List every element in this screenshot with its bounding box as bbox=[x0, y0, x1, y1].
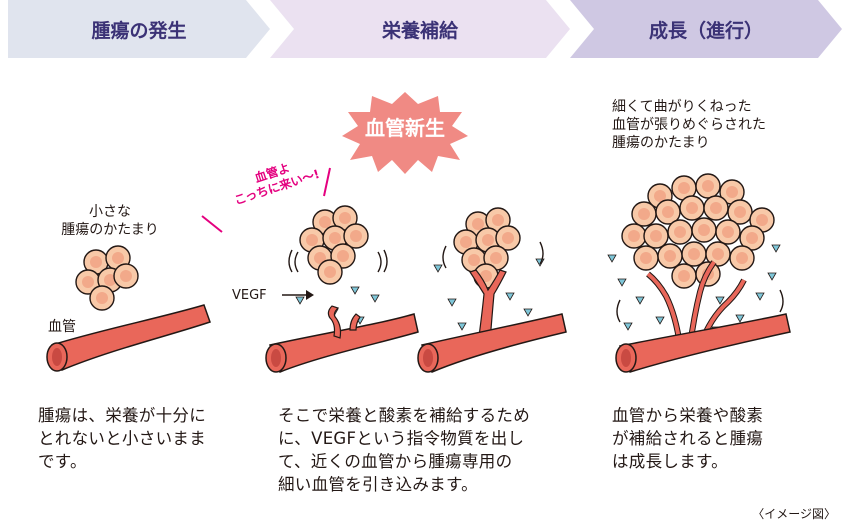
description-1-line3: です。 bbox=[38, 452, 87, 471]
description-stage-3: 血管から栄養や酸素 が補給されると腫瘍 は成長します。 bbox=[612, 404, 822, 473]
stage-banner-1: 腫瘍の発生 bbox=[8, 0, 270, 58]
image-note: 〈イメージ図〉 bbox=[752, 507, 836, 521]
description-2-line4: 細い血管を引き込みます。 bbox=[278, 475, 478, 494]
description-1-line2: とれないと小さいまま bbox=[38, 429, 206, 448]
description-3-line1: 血管から栄養や酸素 bbox=[612, 406, 764, 425]
stage-arrow-1 bbox=[8, 0, 270, 58]
small-tumor-label-line1: 小さな bbox=[89, 204, 131, 220]
grown-tumor-label-line1: 細くて曲がりくねった bbox=[612, 99, 752, 115]
vegf-arrow-head bbox=[306, 290, 314, 300]
description-2-line2: に、VEGFという指令物質を出し bbox=[278, 429, 525, 448]
description-1-line1: 腫瘍は、栄養が十分に bbox=[38, 406, 206, 425]
blood-vessel-2 bbox=[265, 305, 419, 373]
vegf-label: VEGF bbox=[232, 288, 267, 303]
angiogenesis-label: 血管新生 bbox=[365, 116, 445, 140]
stage-arrow-2 bbox=[270, 0, 570, 58]
tumor-vegf bbox=[288, 205, 388, 325]
stage-arrow-3 bbox=[570, 0, 842, 58]
grown-tumor-label-line3: 腫瘍のかたまり bbox=[612, 135, 710, 151]
description-2-line3: て、近くの血管から腫瘍専用の bbox=[278, 452, 513, 471]
description-stage-1: 腫瘍は、栄養が十分に とれないと小さいまま です。 bbox=[38, 404, 248, 473]
description-2-line1: そこで栄養と酸素を補給するため bbox=[278, 406, 530, 425]
grown-tumor-label: 細くて曲がりくねった 血管が張りめぐらされた 腫瘍のかたまり bbox=[612, 98, 812, 152]
grown-tumor-label-line2: 血管が張りめぐらされた bbox=[612, 117, 766, 133]
stage-title-1: 腫瘍の発生 bbox=[91, 19, 187, 42]
small-tumor-label: 小さな 腫瘍のかたまり bbox=[50, 203, 170, 239]
angiogenesis-burst bbox=[342, 92, 468, 174]
description-3-line3: は成長します。 bbox=[612, 452, 728, 471]
description-stage-2: そこで栄養と酸素を補給するため に、VEGFという指令物質を出し て、近くの血管… bbox=[278, 404, 578, 496]
shout-lines bbox=[201, 167, 331, 233]
blood-vessel-4 bbox=[615, 313, 791, 373]
stage-banner-3: 成長（進行） bbox=[570, 0, 842, 58]
tumor-vessel-sprout bbox=[433, 207, 545, 345]
stage-title-3: 成長（進行） bbox=[648, 19, 763, 42]
stage-title-2: 栄養補給 bbox=[381, 19, 458, 42]
description-3-line2: が補給されると腫瘍 bbox=[612, 429, 764, 448]
blood-vessel-3 bbox=[417, 313, 567, 373]
small-tumor-label-line2: 腫瘍のかたまり bbox=[61, 222, 159, 238]
small-tumor bbox=[75, 245, 139, 311]
blood-vessel-1 bbox=[46, 304, 211, 372]
blood-vessel-label: 血管 bbox=[48, 319, 76, 335]
stage-banner-2: 栄養補給 bbox=[270, 0, 570, 58]
